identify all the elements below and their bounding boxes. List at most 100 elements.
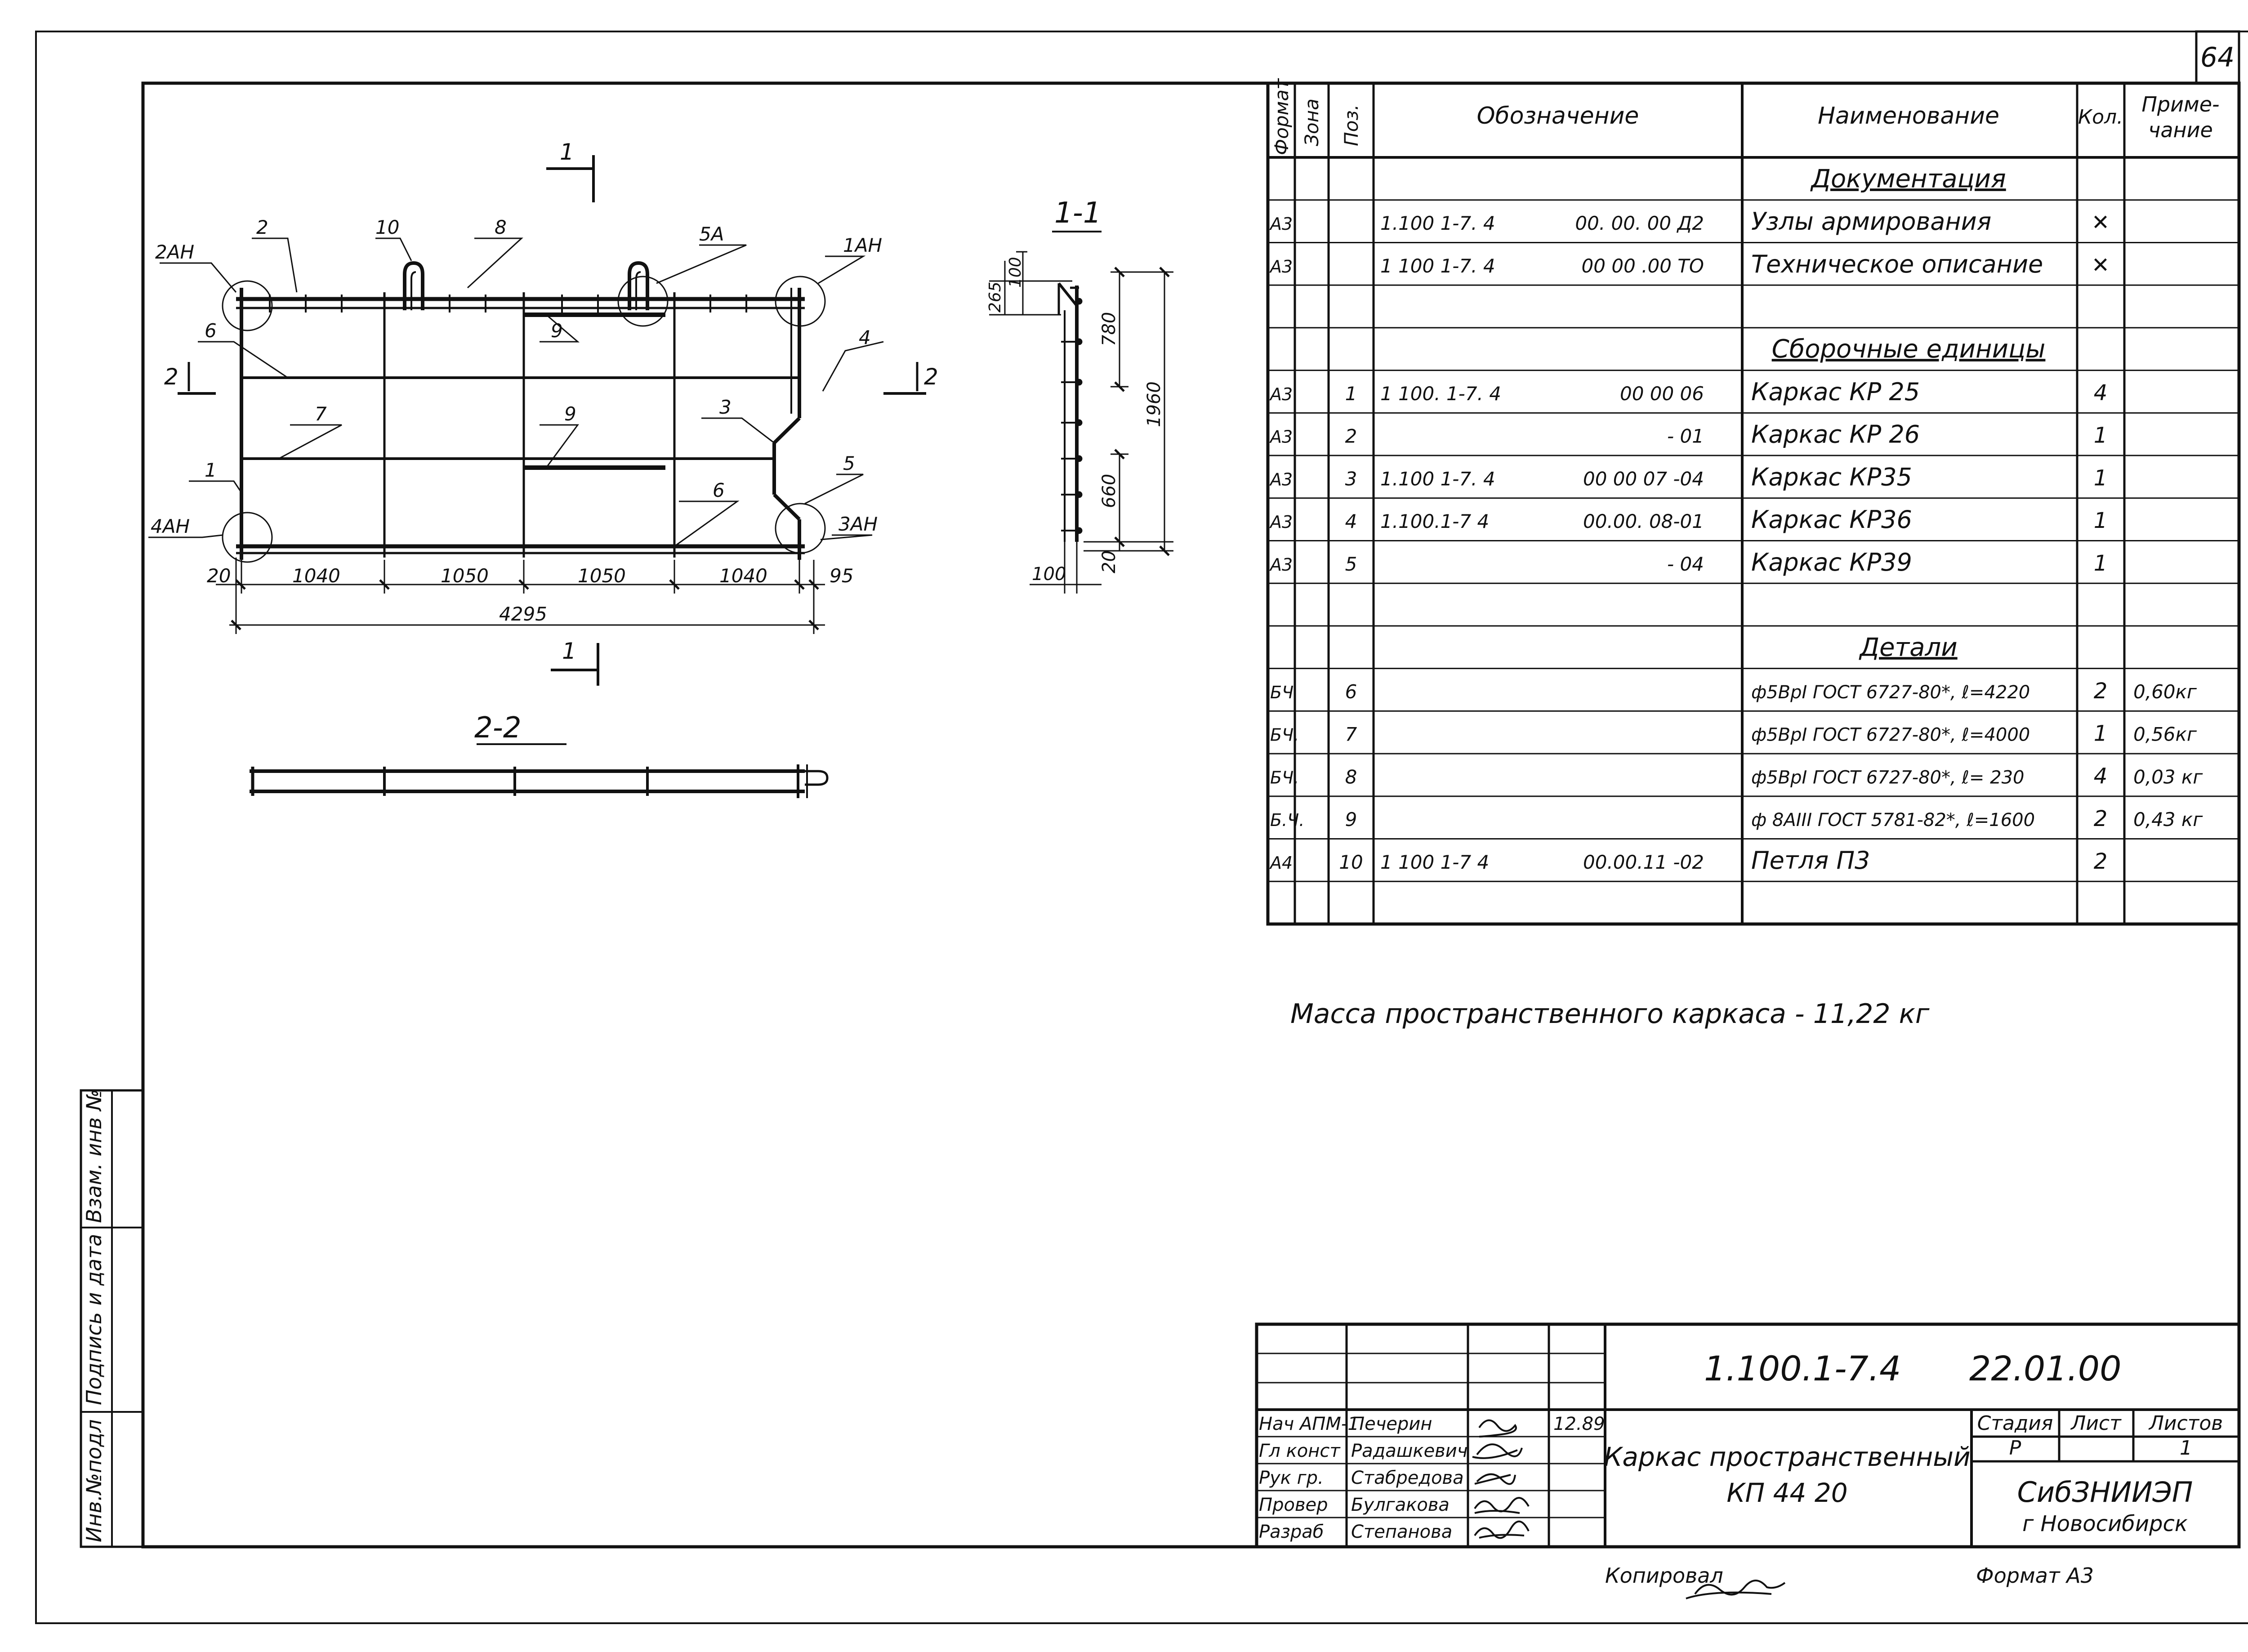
role-1: Нач АПМ-1 xyxy=(1259,1414,1359,1434)
row-quantity: 4 xyxy=(2094,380,2108,406)
sheet-label: Лист xyxy=(2070,1412,2122,1435)
role-2: Гл конст xyxy=(1259,1441,1341,1461)
row-format: А4 xyxy=(1269,853,1293,873)
row-note: 0,43 кг xyxy=(2133,808,2203,830)
row-position: 1 xyxy=(1345,383,1357,405)
section-1-1-title: 1-1 xyxy=(1054,196,1102,230)
row-designation: 1.100 1-7. 4 xyxy=(1380,468,1495,490)
dim-100-bottom: 100 xyxy=(1032,564,1066,585)
pos-label-9-lower: 9 xyxy=(564,403,576,425)
row-name: ф 8АIII ГОСТ 5781-82*, ℓ=1600 xyxy=(1751,810,2035,830)
row-quantity: ✕ xyxy=(2092,253,2110,278)
pos-label-1: 1 xyxy=(205,459,217,481)
section-2-2-title: 2-2 xyxy=(474,711,522,745)
row-name: Каркас КР 26 xyxy=(1751,420,1920,449)
row-position: 8 xyxy=(1345,766,1357,788)
row-note: 0,60кг xyxy=(2133,681,2197,703)
copied-by-label: Копировал xyxy=(1605,1563,1723,1588)
pos-label-2: 2 xyxy=(256,216,268,238)
dim-1050-left: 1050 xyxy=(441,565,489,587)
section-2-2 xyxy=(250,743,829,798)
name-2: Радашкевич xyxy=(1351,1441,1467,1461)
node-label-2ah: 2АН xyxy=(155,241,194,263)
row-name: Техническое описание xyxy=(1751,250,2043,278)
stage-value: Р xyxy=(2009,1437,2021,1460)
section-1-1-labels: 1-1 100 265 780 1960 660 20 100 xyxy=(986,196,1164,585)
header-designation: Обозначение xyxy=(1477,103,1639,129)
row-name: Каркас КР36 xyxy=(1751,505,1912,534)
row-format: А3 xyxy=(1269,257,1293,277)
row-format: А3 xyxy=(1269,469,1293,489)
title-block-text: 1.100.1-7.4 22.01.00 Каркас пространстве… xyxy=(1259,1348,2223,1588)
row-format: БЧ. xyxy=(1270,768,1299,787)
dim-265: 265 xyxy=(986,281,1004,313)
sheets-label: Листов xyxy=(2148,1412,2223,1435)
section-1-1 xyxy=(989,231,1173,594)
row-quantity: 1 xyxy=(2094,508,2108,533)
name-4: Булгакова xyxy=(1351,1495,1450,1515)
row-designation-suffix: 00 00 07 -04 xyxy=(1583,468,1704,490)
format-label: Формат А3 xyxy=(1976,1563,2094,1588)
node-label-5a: 5А xyxy=(699,223,724,245)
node-label-3ah: 3АН xyxy=(839,513,878,535)
row-quantity: 1 xyxy=(2094,423,2108,448)
role-4: Провер xyxy=(1259,1495,1328,1515)
row-format: А3 xyxy=(1269,555,1293,575)
mass-note: Масса пространственного каркаса - 11,22 … xyxy=(1290,998,1930,1030)
row-position: 2 xyxy=(1345,425,1357,447)
row-name: ф5ВрI ГОСТ 6727-80*, ℓ=4220 xyxy=(1751,682,2030,703)
header-zone: Зона xyxy=(1301,98,1323,146)
sign-date: 12.89 xyxy=(1553,1414,1605,1434)
dim-1050-right: 1050 xyxy=(578,565,626,587)
row-designation: 1 100 1-7 4 xyxy=(1380,851,1489,873)
row-format: А3 xyxy=(1269,512,1293,532)
header-pos: Поз. xyxy=(1340,104,1362,146)
row-quantity: 1 xyxy=(2094,465,2108,491)
role-3: Рук гр. xyxy=(1259,1468,1324,1488)
doc-code: 1.100.1-7.4 xyxy=(1704,1348,1901,1389)
row-quantity: 4 xyxy=(2094,763,2108,789)
pos-label-9-upper: 9 xyxy=(551,320,563,342)
doc-code-suffix: 22.01.00 xyxy=(1969,1348,2121,1389)
organization-city: г Новосибирск xyxy=(2022,1511,2188,1536)
section-mark-2-left: 2 xyxy=(164,364,178,390)
vzam-inv-label: Взам. инв № xyxy=(82,1089,106,1223)
plan-view xyxy=(148,155,926,686)
organization-name: СибЗНИИЭП xyxy=(2017,1476,2193,1509)
pos-label-7: 7 xyxy=(315,403,327,425)
signature-date-label: Подпись и дата xyxy=(82,1234,106,1405)
section-heading: Сборочные единицы xyxy=(1772,335,2046,364)
dim-20: 20 xyxy=(207,565,231,587)
row-designation-suffix: 00 00 06 xyxy=(1620,383,1704,405)
header-qty: Кол. xyxy=(2078,106,2123,129)
pos-label-5: 5 xyxy=(843,452,855,474)
side-stamp: Инв.№подл Подпись и дата Взам. инв № xyxy=(80,1089,144,1548)
plan-labels: 1 1 2 2 2АН 2 10 8 5А 1АН 6 9 4 7 9 3 1 … xyxy=(151,139,938,664)
name-5: Степанова xyxy=(1351,1522,1452,1542)
specification-table xyxy=(1266,81,2241,926)
name-3: Стабредова xyxy=(1351,1468,1464,1488)
row-position: 3 xyxy=(1345,468,1357,490)
section-heading: Документация xyxy=(1810,164,2006,193)
row-name: ф5ВрI ГОСТ 6727-80*, ℓ=4000 xyxy=(1751,725,2030,746)
header-note-line1: Приме- xyxy=(2141,92,2219,116)
row-designation-suffix: - 04 xyxy=(1667,553,1704,575)
row-designation-suffix: 00.00. 08-01 xyxy=(1583,510,1704,532)
page-number: 64 xyxy=(2200,42,2235,73)
dim-100-top: 100 xyxy=(1006,257,1025,288)
row-designation-suffix: 00 00 .00 ТО xyxy=(1582,255,1704,277)
section-heading: Детали xyxy=(1858,633,1957,662)
header-name: Наименование xyxy=(1818,103,1999,129)
row-quantity: 1 xyxy=(2094,551,2108,576)
pos-label-3: 3 xyxy=(719,396,731,418)
dim-1040-right: 1040 xyxy=(719,565,767,587)
node-label-1ah: 1АН xyxy=(843,234,882,256)
row-name: Узлы армирования xyxy=(1751,207,1991,236)
row-name: Каркас КР39 xyxy=(1751,548,1912,576)
row-position: 6 xyxy=(1345,681,1357,703)
row-quantity: 2 xyxy=(2094,849,2108,874)
row-format: Б.Ч. xyxy=(1270,810,1304,830)
row-position: 7 xyxy=(1345,723,1357,746)
row-designation: 1.100.1-7 4 xyxy=(1380,510,1489,532)
